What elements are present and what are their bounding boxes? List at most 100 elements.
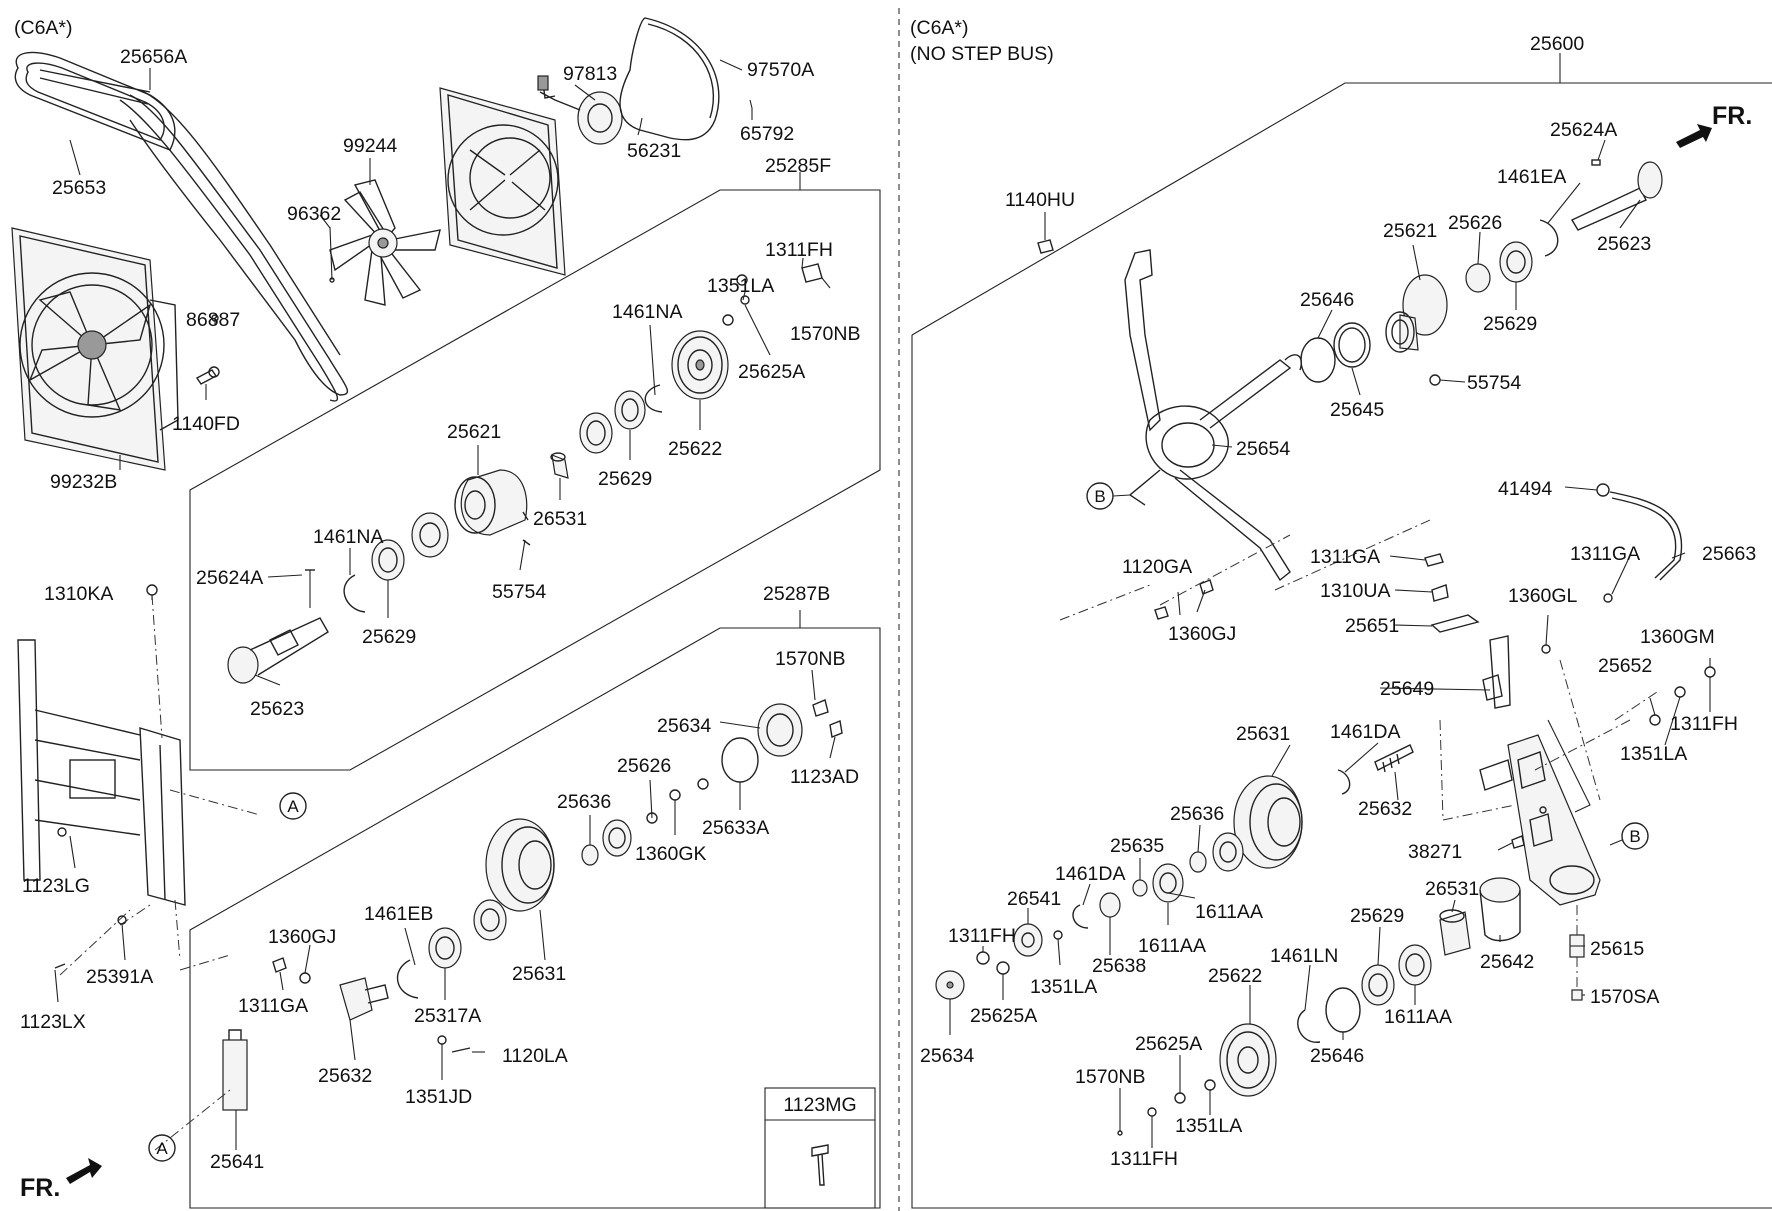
- bearing-b[interactable]: [411, 512, 449, 558]
- belt-25653[interactable]: [119, 89, 349, 402]
- bearing-1611AA-3[interactable]: [1398, 944, 1432, 986]
- seal-25633A[interactable]: [721, 737, 759, 783]
- left-panel: (C6A*): [11, 17, 881, 1209]
- fr-arrow-left: FR.: [20, 1158, 102, 1202]
- part-label-r25622: 25622: [1208, 965, 1262, 987]
- part-label-r25615: 25615: [1590, 938, 1644, 960]
- hub-25621-r[interactable]: [1385, 274, 1448, 353]
- bearing-c[interactable]: [602, 819, 632, 857]
- spacer-25626[interactable]: [1465, 263, 1491, 293]
- bearing-a[interactable]: [579, 412, 613, 454]
- seal-25646-r2[interactable]: [1325, 987, 1361, 1033]
- cable-25663[interactable]: [1596, 483, 1683, 581]
- part-label-ref_b: B: [1094, 487, 1105, 506]
- seal-25645[interactable]: [1333, 322, 1371, 368]
- bearing-25629-r[interactable]: [1499, 241, 1533, 283]
- pulley-25631-r[interactable]: [1233, 775, 1303, 869]
- spacer-25636[interactable]: [581, 844, 599, 866]
- group-box-25287B: [189, 627, 881, 1209]
- tensioner-25641[interactable]: [222, 1029, 248, 1111]
- fan-motor-97813[interactable]: [537, 75, 623, 145]
- shaft-25623-r[interactable]: [1571, 161, 1663, 231]
- bracket-25654[interactable]: [1124, 249, 1302, 582]
- part-label-r1311ga: 1311GA: [1570, 543, 1640, 565]
- snap-ring-1461DA2[interactable]: [1072, 904, 1089, 929]
- hub-25621[interactable]: [454, 469, 528, 536]
- snap-ring-1461EB[interactable]: [396, 959, 419, 999]
- washer-25634-r[interactable]: [935, 970, 965, 1000]
- bearing-25629a[interactable]: [614, 390, 646, 430]
- part-label-r1310ua: 1310UA: [1320, 580, 1390, 602]
- fan-shroud-rear[interactable]: [439, 87, 566, 276]
- snap-ring-1461NA[interactable]: [644, 384, 663, 413]
- bushing-25642[interactable]: [1479, 877, 1521, 942]
- seal-25317A[interactable]: [428, 927, 462, 969]
- part-label-r1351la2: 1351LA: [1030, 976, 1097, 998]
- part-label-r25636: 25636: [1170, 803, 1224, 825]
- part-label-l25287b: 25287B: [763, 583, 830, 605]
- part-label-r25642: 25642: [1480, 951, 1534, 973]
- spacer-25636-r[interactable]: [1189, 851, 1207, 873]
- part-label-l25391a: 25391A: [86, 966, 153, 988]
- part-label-r25649: 25649: [1380, 678, 1434, 700]
- nut-25635[interactable]: [1132, 879, 1148, 897]
- part-label-l1360gj: 1360GJ: [268, 926, 336, 948]
- snap-ring-1461DA[interactable]: [1337, 769, 1351, 795]
- left-labels: 25656A 25653 99244 96362 97813 97570A 56…: [20, 46, 860, 1173]
- shaft-25632[interactable]: [339, 977, 389, 1021]
- spacer-26531[interactable]: [550, 452, 569, 479]
- part-label-l25623: 25623: [250, 698, 304, 720]
- shroud-ring-97570A[interactable]: [619, 17, 720, 141]
- part-label-l25629b: 25629: [362, 626, 416, 648]
- part-label-r25634: 25634: [920, 1045, 974, 1067]
- cover-25634[interactable]: [757, 703, 803, 757]
- pulley-25622[interactable]: [671, 330, 729, 400]
- bearing-1611AA-1[interactable]: [1212, 832, 1244, 872]
- snap-ring-1461LN[interactable]: [1297, 1009, 1321, 1043]
- part-label-l1351jd: 1351JD: [405, 1086, 472, 1108]
- part-label-l99232b: 99232B: [50, 471, 117, 493]
- bolt-25615[interactable]: [1569, 934, 1585, 1001]
- pulley-26541[interactable]: [1013, 923, 1043, 957]
- part-label-l1360gk: 1360GK: [635, 843, 707, 865]
- snap-ring-1461NA2[interactable]: [343, 574, 366, 613]
- part-label-r1360gj: 1360GJ: [1168, 623, 1236, 645]
- group-box-25600: [911, 82, 1772, 1209]
- tensioner-arm[interactable]: [1479, 635, 1601, 906]
- bolt-1140FD[interactable]: [195, 314, 220, 385]
- part-label-r1611aa2: 1611AA: [1138, 935, 1206, 957]
- leaders-left: [54, 59, 836, 1150]
- part-label-r25625a: 25625A: [970, 1005, 1037, 1027]
- bushing-26531[interactable]: [1439, 909, 1471, 956]
- part-label-r25631: 25631: [1236, 723, 1290, 745]
- pulley-25631[interactable]: [485, 818, 555, 912]
- belt-25656A[interactable]: [14, 51, 176, 151]
- fan-blade-99244[interactable]: [329, 179, 441, 306]
- dash-bracket: [1547, 719, 1591, 813]
- part-label-r1360gl: 1360GL: [1508, 585, 1578, 607]
- part-label-l1123lg: 1123LG: [22, 875, 90, 897]
- ref-b-right: B: [1621, 822, 1649, 850]
- fan-shroud-99232B[interactable]: [11, 227, 179, 471]
- part-label-kit_box_title: 1123MG: [783, 1094, 856, 1116]
- bearing-25629-r2[interactable]: [1361, 964, 1395, 1006]
- shaft-25623[interactable]: [227, 617, 329, 684]
- part-label-l25626: 25626: [617, 755, 671, 777]
- bracket-frame[interactable]: [17, 639, 186, 906]
- bearing-d[interactable]: [473, 899, 507, 941]
- part-label-r25635: 25635: [1110, 835, 1164, 857]
- part-label-l1310ka: 1310KA: [44, 583, 113, 605]
- part-label-l65792: 65792: [740, 123, 794, 145]
- part-label-r25651: 25651: [1345, 615, 1399, 637]
- part-label-r1360gm: 1360GM: [1640, 626, 1715, 648]
- part-label-r1570nb: 1570NB: [1075, 1066, 1145, 1088]
- part-label-l25285f: 25285F: [765, 155, 831, 177]
- shaft-25632-r[interactable]: [1374, 744, 1414, 773]
- part-label-l25653: 25653: [52, 177, 106, 199]
- seal-25646[interactable]: [1300, 337, 1336, 383]
- pulley-25622-r[interactable]: [1219, 1023, 1277, 1097]
- bearing-1611AA-2[interactable]: [1152, 863, 1184, 903]
- seal-25638[interactable]: [1099, 892, 1121, 918]
- part-label-l96362: 96362: [287, 203, 341, 225]
- snap-ring-1461EA[interactable]: [1539, 219, 1559, 257]
